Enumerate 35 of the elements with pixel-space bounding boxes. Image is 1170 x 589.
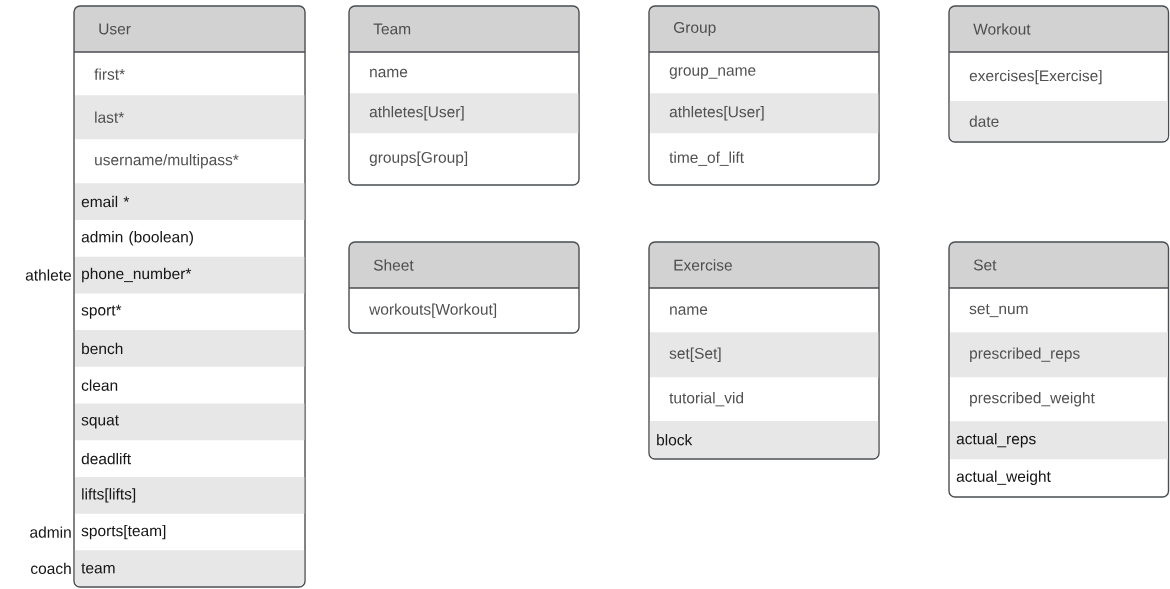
table-row: team	[74, 550, 305, 587]
table-row: last*	[75, 95, 305, 140]
table-row: sports[team]	[81, 524, 166, 540]
table-row: email *	[75, 183, 305, 220]
table-row: workouts[Workout]	[369, 303, 497, 318]
table-row: squat	[75, 403, 305, 441]
table-row: athletes[User]	[650, 93, 879, 134]
table-row: group_name	[669, 67, 756, 79]
role-label: coach	[31, 562, 71, 575]
table-row: prescribed_reps	[950, 332, 1168, 378]
role-label: athlete	[25, 269, 71, 281]
table-row: sport*	[81, 304, 122, 319]
table-row: clean	[81, 379, 118, 391]
table-row: actual_reps	[950, 421, 1168, 460]
table-row: time_of_lift	[669, 151, 744, 166]
table-row: date	[949, 101, 1168, 142]
table-row: tutorial_vid	[669, 392, 744, 407]
table-row: bench	[75, 330, 305, 367]
table-row: admin (boolean)	[81, 231, 193, 246]
table-row: lifts[lifts]	[75, 477, 305, 514]
table-row: deadlift	[81, 452, 131, 465]
table-row: block	[649, 421, 879, 459]
table-row: exercises[Exercise]	[969, 69, 1102, 85]
table-row: groups[Group]	[369, 151, 468, 166]
table-row: set[Set]	[650, 332, 879, 378]
table-row: username/multipass*	[95, 154, 239, 169]
table-row: actual_weight	[956, 470, 1051, 485]
table-row: name	[370, 68, 408, 78]
table-row: prescribed_weight	[970, 391, 1095, 407]
role-label: admin	[30, 526, 71, 538]
table-row: athletes[User]	[350, 93, 579, 134]
table-row: phone_number*	[75, 256, 305, 294]
table-row: set_num	[969, 304, 1028, 318]
table-row: first*	[94, 68, 125, 80]
table-row: name	[670, 306, 708, 315]
